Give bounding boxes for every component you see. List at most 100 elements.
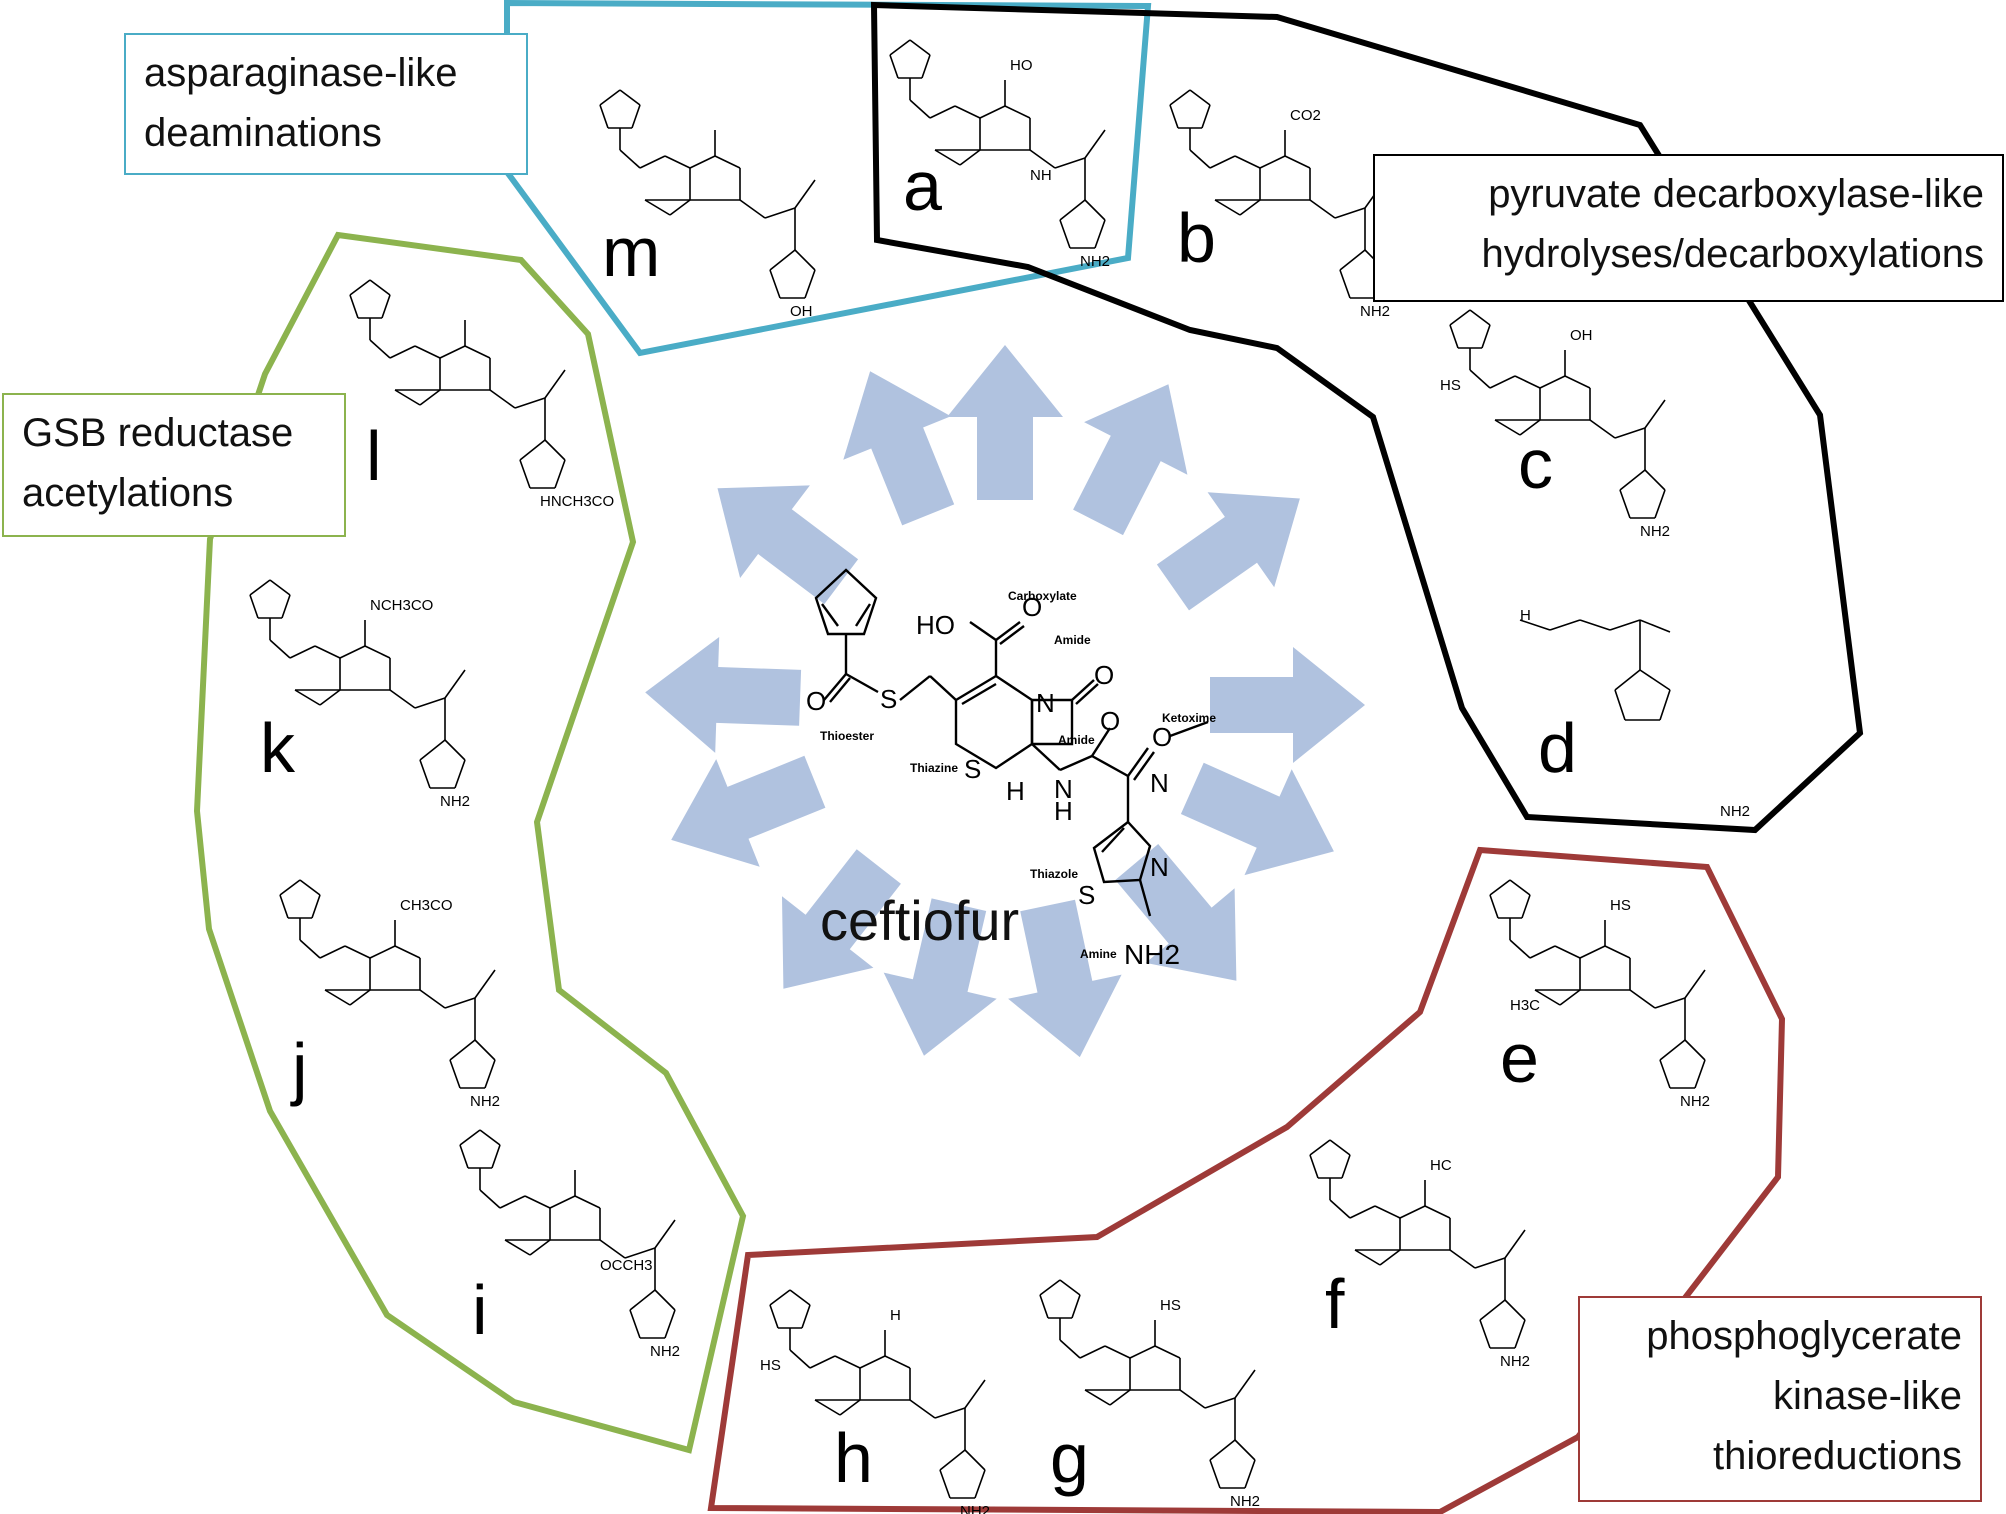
metabolite-h-extra-label: H [890,1307,901,1324]
metabolite-k-nh2-label: NH2 [440,793,470,810]
pgk-label-line1: phosphoglycerate [1646,1314,1962,1358]
o-label: O [806,686,826,716]
metabolite-letter-l: l [366,417,382,495]
metabolite-letter-i: i [472,1271,488,1349]
gsb-region [193,231,747,1454]
metabolite-i-structure: NH2 OCCH3 [459,1129,680,1360]
asparaginase-label-line1: asparaginase-like [144,51,458,95]
metabolite-i-nh2-label: NH2 [650,1343,680,1360]
pyruvate-label-box: pyruvate decarboxylase-like hydrolyses/d… [1373,154,2004,302]
reaction-arrow [671,755,826,867]
ceftiofur-structure: HO O O S S N O H H N O N O N S NH2 Carbo… [806,568,1216,970]
thiazine-label: Thiazine [910,761,958,775]
s-label: S [1078,880,1095,910]
thioester-label: Thioester [820,729,874,743]
gsb-label-box: GSB reductase acetylations [2,393,346,537]
ho-label: HO [916,610,955,640]
reaction-arrow [883,898,997,1056]
o-label: O [1152,722,1172,752]
metabolite-a-nh2-label: NH2 [1080,253,1110,270]
amide-label: Amide [1058,733,1095,747]
h-label: H [1006,776,1025,806]
o-label: O [1094,660,1114,690]
metabolite-d-structure: NH2 H [1519,607,1750,820]
metabolite-e-structure: NH2 HS H3C [1489,879,1710,1110]
metabolite-j-nh2-label: NH2 [470,1093,500,1110]
metabolite-letter-j: j [290,1029,308,1107]
metabolite-g-nh2-label: NH2 [1230,1493,1260,1510]
gsb-label-line1: GSB reductase [22,411,294,455]
pgk-label-line3: thioreductions [1712,1434,1962,1478]
amide-label: Amide [1054,633,1091,647]
reaction-arrow [782,849,901,989]
metabolite-d-h-label: H [1520,607,1531,624]
o-label: O [1022,592,1042,622]
reaction-arrow [1180,762,1334,876]
metabolite-g-structure: NH2 HS [1039,1279,1260,1510]
asparaginase-label-line2: deaminations [144,111,382,155]
metabolite-k-extra-label: NCH3CO [370,597,433,614]
metabolite-m-nh2-label: OH [790,303,813,320]
reaction-arrow [843,371,955,526]
metabolite-l-structure: HNCH3CO [349,279,614,510]
metabolite-letter-a: a [903,147,942,225]
metabolite-c-acyl-label: HS [1440,377,1461,394]
s-label: S [880,684,897,714]
metabolite-letter-m: m [602,213,660,291]
metabolite-c-nh2-label: NH2 [1640,523,1670,540]
amine-label: Amine [1080,947,1117,961]
gsb-label-line2: acetylations [22,471,234,515]
carboxylate-label: Carboxylate [1008,589,1077,603]
asparaginase-region [504,0,1152,357]
n-label: N [1150,768,1169,798]
metabolite-letter-k: k [260,709,296,787]
reaction-arrow [1210,647,1365,763]
metabolite-b-nh2-label: NH2 [1360,303,1390,320]
nh2-label: NH2 [1124,939,1180,970]
pgk-region [707,846,1786,1514]
pgk-label-line2: kinase-like [1773,1374,1962,1418]
reaction-arrows [645,345,1365,1058]
reaction-arrow [717,485,859,604]
metabolite-k-structure: NH2 NCH3CO [249,579,470,810]
metabolite-b-extra-label: CO2 [1290,107,1321,124]
metabolite-g-extra-label: HS [1160,1297,1181,1314]
metabolite-h-acyl-label: HS [760,1357,781,1374]
asparaginase-label-box: asparaginase-like deaminations [124,33,528,175]
n-label: N [1054,774,1073,804]
pyruvate-label-line2: hydrolyses/decarboxylations [1481,232,1984,276]
reaction-arrow [1073,384,1188,536]
ketoxime-label: Ketoxime [1162,711,1216,725]
metabolite-d-nh2-label: NH2 [1720,803,1750,820]
metabolite-letter-b: b [1177,199,1216,277]
metabolite-letter-c: c [1518,425,1553,503]
metabolite-m-structure: OH [599,89,816,320]
metabolite-a-extra-label: HO [1010,57,1033,74]
metabolite-e-ring-label: H3C [1510,997,1540,1014]
reaction-arrow [1008,899,1122,1058]
metabolite-i-amine-label: OCCH3 [600,1257,653,1274]
pyruvate-label-line1: pyruvate decarboxylase-like [1488,172,1984,216]
n-label: N [1150,852,1169,882]
metabolite-l-nh2-label: HNCH3CO [540,493,614,510]
h-label: H [1054,796,1073,826]
reaction-arrow [1156,492,1300,611]
o-label: O [1100,706,1120,736]
metabolite-f-extra-label: HC [1430,1157,1452,1174]
reaction-arrow [1115,844,1237,981]
pgk-label-box: phosphoglycerate kinase-like thioreducti… [1578,1296,1982,1502]
reaction-arrow [947,345,1063,500]
metabolite-e-extra-label: HS [1610,897,1631,914]
n-label: N [1036,688,1055,718]
s-label: S [964,754,981,784]
metabolite-letter-d: d [1538,709,1577,787]
reaction-arrow [645,637,802,753]
metabolite-e-nh2-label: NH2 [1680,1093,1710,1110]
ceftiofur-title: ceftiofur [820,889,1019,952]
thiazole-label: Thiazole [1030,867,1078,881]
